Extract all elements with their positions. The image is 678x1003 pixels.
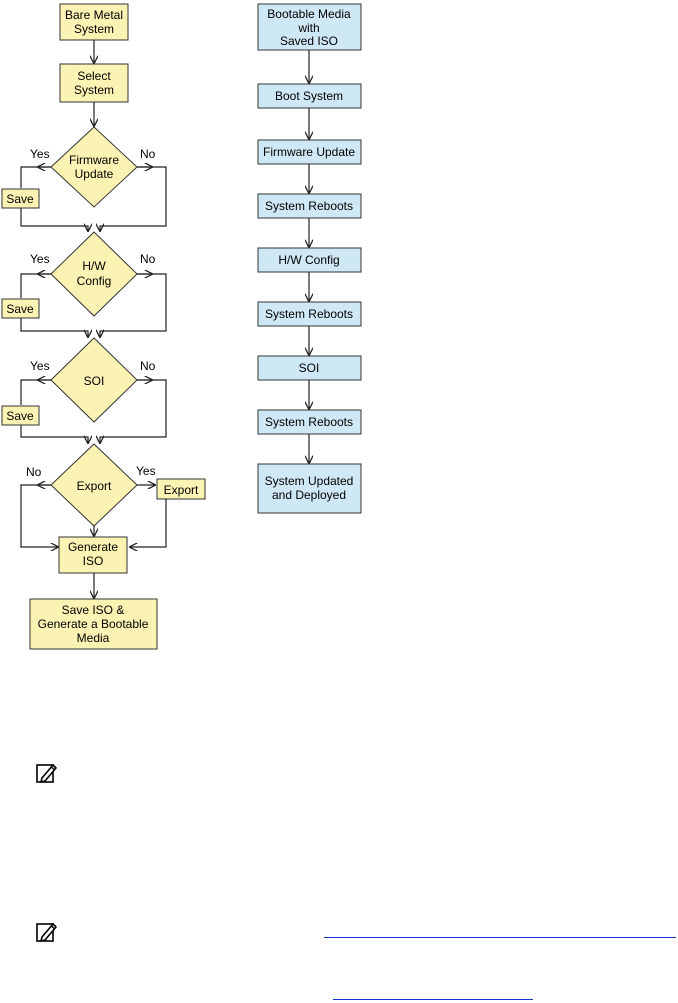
firmware-line1: Firmware	[69, 153, 119, 167]
connector	[100, 166, 167, 231]
select-line1: Select	[77, 69, 111, 83]
final-line1: System Updated	[265, 474, 354, 488]
step-label: H/W Config	[278, 253, 339, 267]
step-system-reboots: System Reboots	[257, 409, 362, 435]
firmware-update-decision: Firmware Update	[50, 126, 138, 208]
final-line1: Save ISO &	[62, 603, 125, 617]
save-label: Save	[6, 302, 34, 316]
no-label: No	[140, 252, 156, 266]
final-line2: and Deployed	[272, 488, 346, 502]
final-line3: Media	[77, 631, 110, 645]
boot-media-line1: Bootable Media	[267, 7, 351, 21]
connector	[130, 499, 167, 547]
soi-label: SOI	[84, 374, 105, 388]
connector	[20, 379, 51, 405]
no-label: No	[26, 465, 42, 479]
documentation-link[interactable]	[324, 937, 676, 938]
save-box: Save	[1, 405, 40, 426]
connector	[20, 273, 51, 298]
boot-media-line2: with	[297, 21, 319, 35]
save-box: Save	[1, 188, 40, 209]
step-system-reboots: System Reboots	[257, 301, 362, 327]
bare-metal-line2: System	[74, 22, 114, 36]
no-label: No	[140, 359, 156, 373]
note-pencil-icon	[36, 764, 57, 783]
generate-line2: ISO	[83, 554, 104, 568]
bare-metal-line1: Bare Metal	[65, 8, 123, 22]
export-box: Export	[156, 478, 206, 500]
no-label: No	[140, 147, 156, 161]
connector	[20, 425, 88, 443]
save-box: Save	[1, 298, 40, 319]
firmware-line2: Update	[75, 167, 114, 181]
save-label: Save	[6, 409, 34, 423]
connector	[20, 484, 58, 547]
yes-label: Yes	[30, 147, 50, 161]
note-pencil-icon	[36, 923, 57, 942]
hw-line1: H/W	[82, 259, 106, 273]
yes-label: Yes	[30, 359, 50, 373]
boot-media-line3: Saved ISO	[280, 34, 338, 48]
step-label: System Reboots	[265, 199, 353, 213]
export-decision: Export	[50, 443, 138, 527]
export-label: Export	[77, 479, 112, 493]
step-label: SOI	[299, 361, 320, 375]
connector	[100, 273, 167, 337]
step-hw-config: H/W Config	[257, 247, 362, 273]
generate-line1: Generate	[68, 540, 118, 554]
step-soi: SOI	[257, 355, 362, 381]
connector	[20, 166, 51, 188]
step-label: Firmware Update	[263, 145, 355, 159]
connector	[20, 208, 88, 231]
documentation-link[interactable]	[333, 999, 533, 1000]
save-iso-box: Save ISO & Generate a Bootable Media	[29, 598, 158, 650]
hw-line2: Config	[77, 274, 112, 288]
connector	[20, 318, 88, 337]
hw-config-decision: H/W Config	[50, 231, 138, 317]
step-label: System Reboots	[265, 307, 353, 321]
yes-label: Yes	[30, 252, 50, 266]
step-label: Boot System	[275, 89, 343, 103]
save-label: Save	[6, 192, 34, 206]
bootable-media-box: Bootable Media with Saved ISO	[257, 3, 362, 51]
export-box-label: Export	[164, 483, 199, 497]
soi-decision: SOI	[50, 337, 138, 423]
final-line2: Generate a Bootable	[38, 617, 149, 631]
step-label: System Reboots	[265, 415, 353, 429]
select-line2: System	[74, 83, 114, 97]
system-updated-box: System Updated and Deployed	[257, 463, 362, 514]
generate-iso-box: Generate ISO	[58, 536, 128, 574]
step-system-reboots: System Reboots	[257, 193, 362, 219]
step-boot-system: Boot System	[257, 83, 362, 109]
connector	[100, 379, 167, 443]
yes-label: Yes	[136, 464, 156, 478]
step-firmware-update: Firmware Update	[257, 139, 362, 165]
bare-metal-system-box: Bare Metal System	[59, 3, 129, 41]
select-system-box: Select System	[59, 63, 129, 103]
